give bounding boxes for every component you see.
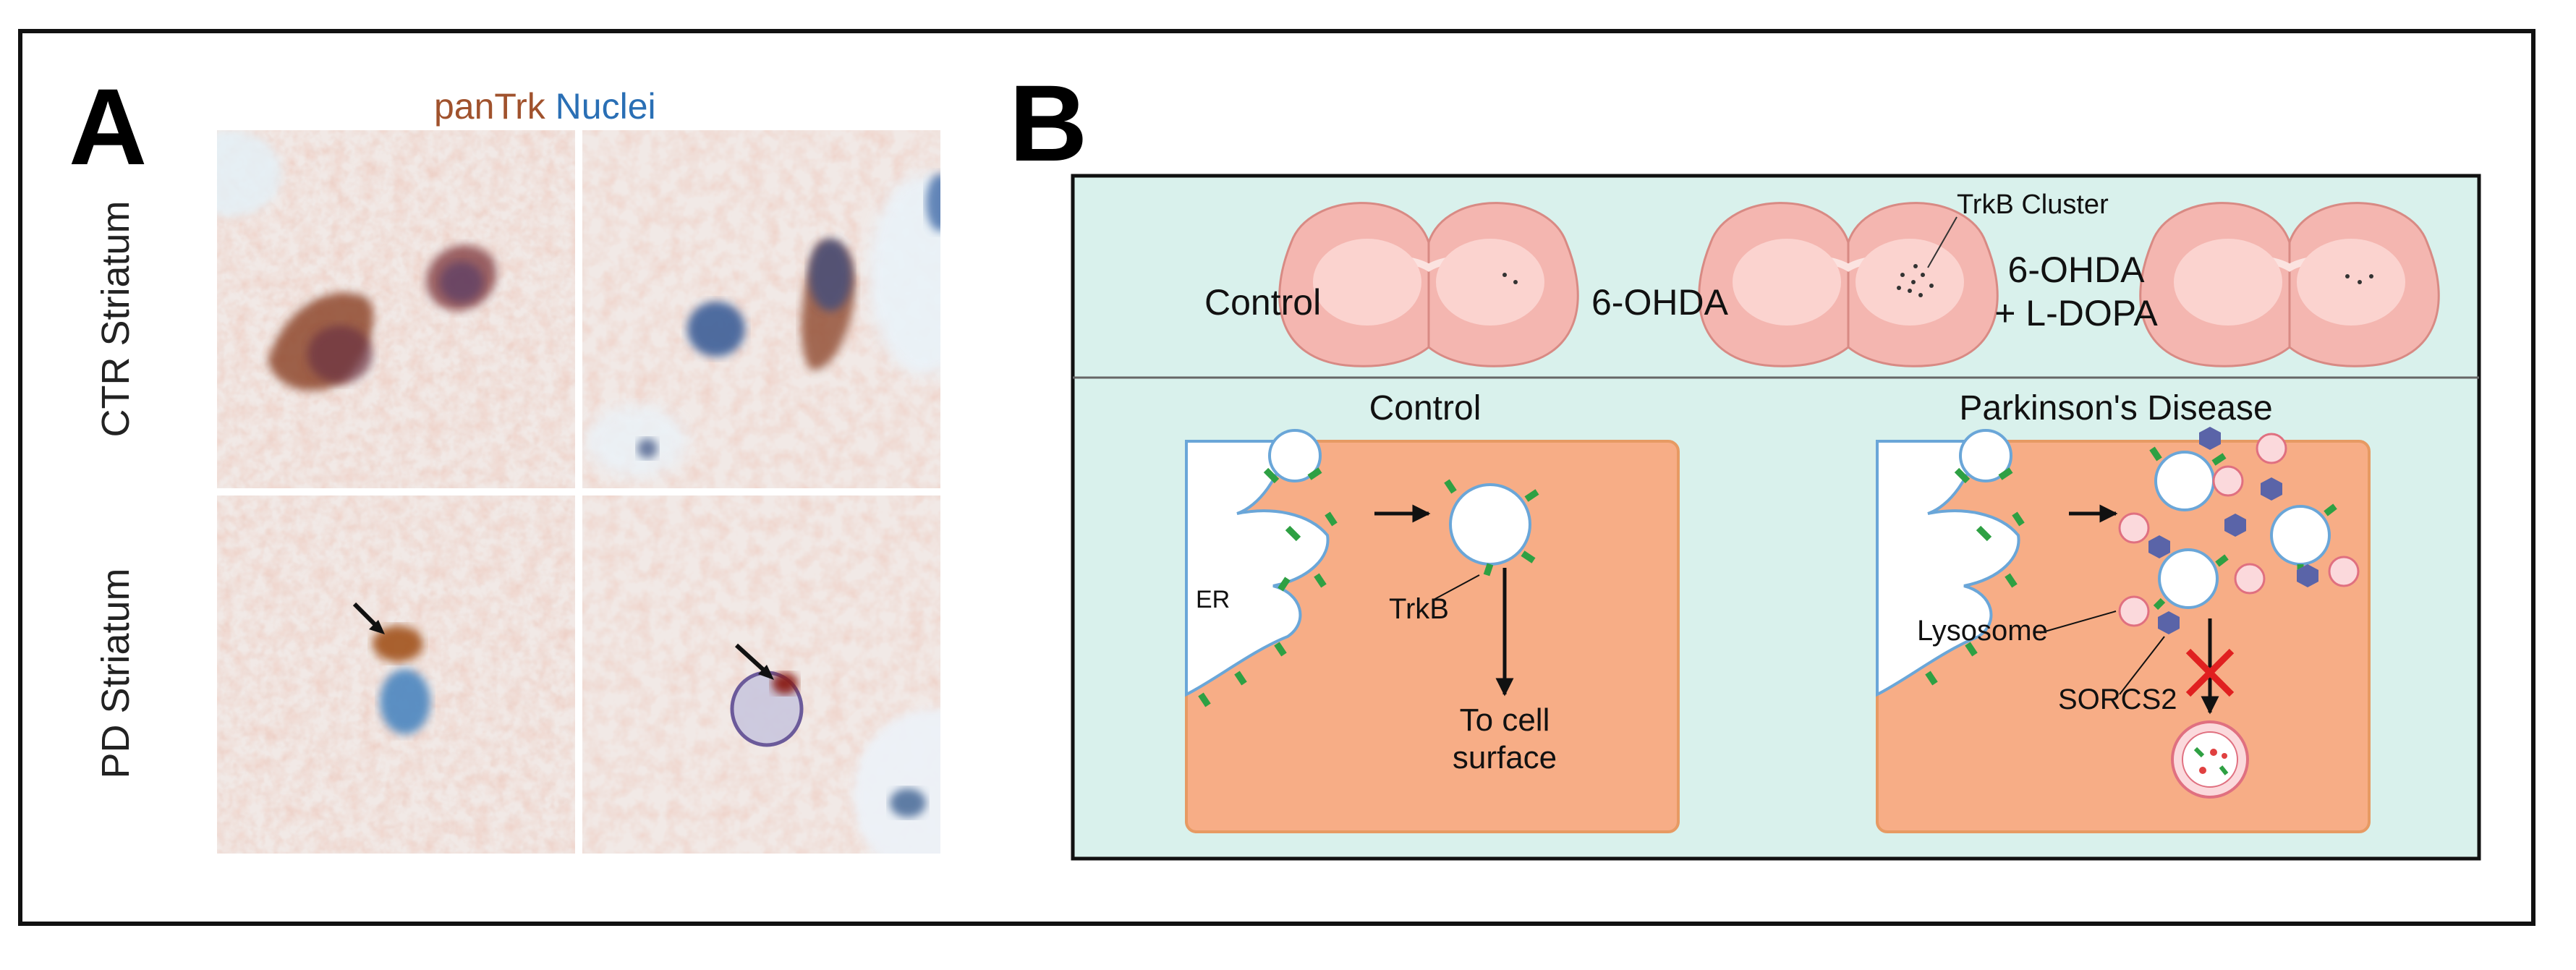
label-6ohda: 6-OHDA xyxy=(1591,282,1729,323)
title-parkinsons: Parkinson's Disease xyxy=(1959,389,2272,427)
label-surface: surface xyxy=(1453,740,1557,775)
label-trkb-cluster: TrkB Cluster xyxy=(1957,190,2109,220)
mechanism-diagram: Control TrkB Cluster 6-OHDA 6-OHDA + L-D… xyxy=(1071,174,2481,861)
row-label-ctr: CTR Striatum xyxy=(94,200,137,438)
label-control-top: Control xyxy=(1204,282,1321,323)
label-sorcs2: SORCS2 xyxy=(2058,684,2177,715)
row-label-pd: PD Striatum xyxy=(94,568,137,779)
label-lysosome: Lysosome xyxy=(1917,615,2048,647)
legend-nuclei: Nuclei xyxy=(555,86,656,127)
micrograph-pd-1 xyxy=(217,495,575,854)
brain-section-6ohda-ldopa xyxy=(2139,202,2440,367)
stain-legend: panTrk Nuclei xyxy=(434,85,656,127)
cell-parkinsons xyxy=(1876,427,2371,833)
cell-control xyxy=(1185,429,1680,833)
label-6ohda-ldopa-line2: + L-DOPA xyxy=(1994,293,2158,333)
panel-b-letter: B xyxy=(1009,62,1088,184)
brain-section-control xyxy=(1278,202,1579,367)
label-er: ER xyxy=(1196,586,1230,613)
label-6ohda-ldopa-line1: 6-OHDA xyxy=(2008,250,2146,290)
micrograph-ctr-1 xyxy=(217,130,575,488)
label-trkb: TrkB xyxy=(1389,593,1449,625)
panel-a-letter: A xyxy=(69,66,148,187)
micrograph-pd-2 xyxy=(582,495,940,854)
title-control: Control xyxy=(1369,389,1482,427)
legend-pantrk: panTrk xyxy=(434,86,545,127)
label-to-cell: To cell xyxy=(1460,702,1550,738)
micrograph-ctr-2 xyxy=(582,130,940,488)
micrograph-grid xyxy=(217,130,940,854)
brain-section-6ohda xyxy=(1698,202,1999,367)
